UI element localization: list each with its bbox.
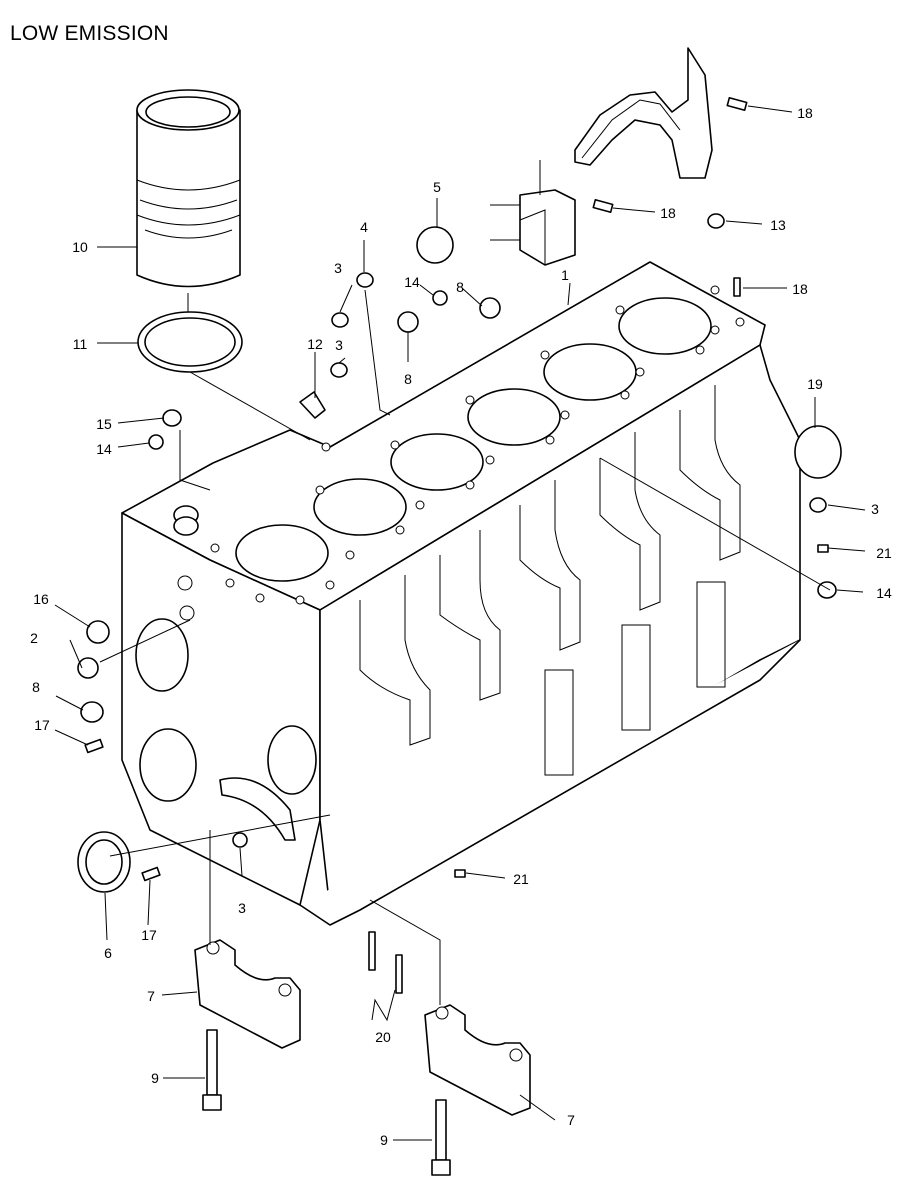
callout-18-mid: 18 xyxy=(660,205,676,221)
callout-18-right: 18 xyxy=(792,281,808,297)
liner-seal-ring xyxy=(137,311,243,373)
callout-16: 16 xyxy=(33,591,49,607)
main-bearing-cap-2 xyxy=(424,1004,531,1116)
callout-12: 12 xyxy=(307,336,323,352)
callout-labels: 1 2 3 3 3 3 4 5 6 7 7 8 8 8 9 9 10 11 12… xyxy=(30,105,892,1148)
callout-3-top: 3 xyxy=(334,260,342,276)
callout-3-right: 3 xyxy=(871,501,879,517)
callout-11: 11 xyxy=(73,336,88,352)
callout-3-bottom: 3 xyxy=(238,900,246,916)
callout-14-top: 14 xyxy=(404,274,420,290)
leader-lines xyxy=(54,105,866,1141)
callout-7-left: 7 xyxy=(147,988,155,1004)
cylinder-liner xyxy=(136,89,241,330)
callout-3-nozzle: 3 xyxy=(335,337,343,353)
callout-6: 6 xyxy=(104,945,112,961)
callout-13: 13 xyxy=(770,217,786,233)
callout-4: 4 xyxy=(360,219,368,235)
callout-9-right: 9 xyxy=(380,1132,388,1148)
callout-17-bottom: 17 xyxy=(141,927,157,943)
callout-1: 1 xyxy=(561,267,569,283)
callout-8-top: 8 xyxy=(456,279,464,295)
rear-plate-fragment xyxy=(490,47,713,266)
cylinder-block xyxy=(121,261,801,926)
cap-bolt-2 xyxy=(431,1099,451,1176)
callout-2: 2 xyxy=(30,630,38,646)
callout-21-right: 21 xyxy=(876,545,892,561)
callout-7-right: 7 xyxy=(567,1112,575,1128)
page-title: LOW EMISSION xyxy=(10,22,169,45)
main-bearing-cap-1 xyxy=(194,939,301,1049)
callout-8-left: 8 xyxy=(32,679,40,695)
callout-15: 15 xyxy=(96,416,112,432)
callout-18-top: 18 xyxy=(797,105,813,121)
callout-9-left: 9 xyxy=(151,1070,159,1086)
callout-19: 19 xyxy=(807,376,823,392)
callout-17-left: 17 xyxy=(34,717,50,733)
callout-20: 20 xyxy=(375,1029,391,1045)
callout-5: 5 xyxy=(433,179,441,195)
cap-bolt-1 xyxy=(202,1029,222,1111)
callout-8-mid: 8 xyxy=(404,371,412,387)
callout-10: 10 xyxy=(72,239,88,255)
small-parts xyxy=(77,97,842,994)
callout-21-bottom: 21 xyxy=(513,871,529,887)
callout-14-right: 14 xyxy=(876,585,892,601)
callout-14-left: 14 xyxy=(96,441,112,457)
